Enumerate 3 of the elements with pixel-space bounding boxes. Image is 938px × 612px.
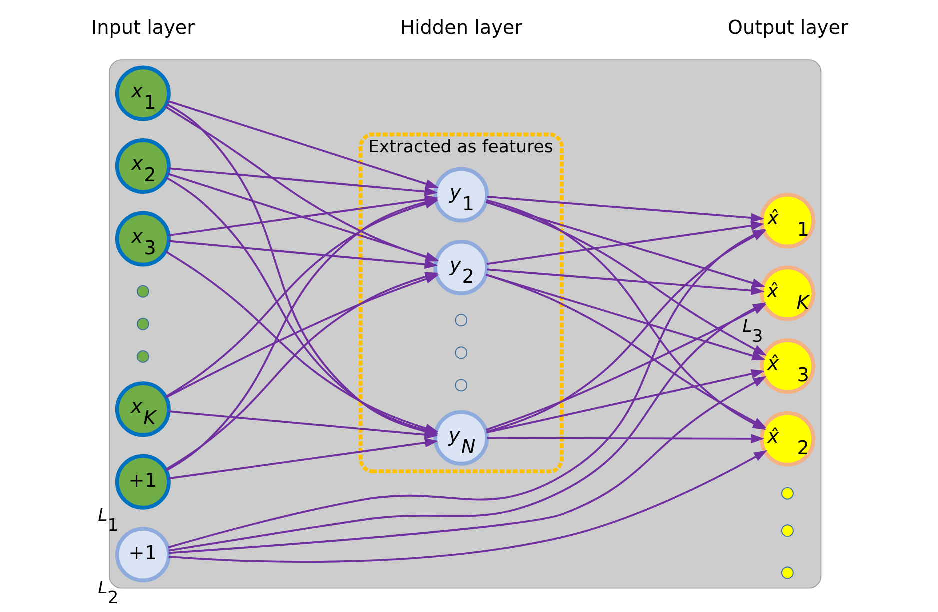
label: Output layer (727, 16, 848, 40)
label: Hidden layer (400, 16, 522, 40)
label: Input layer (90, 16, 195, 40)
